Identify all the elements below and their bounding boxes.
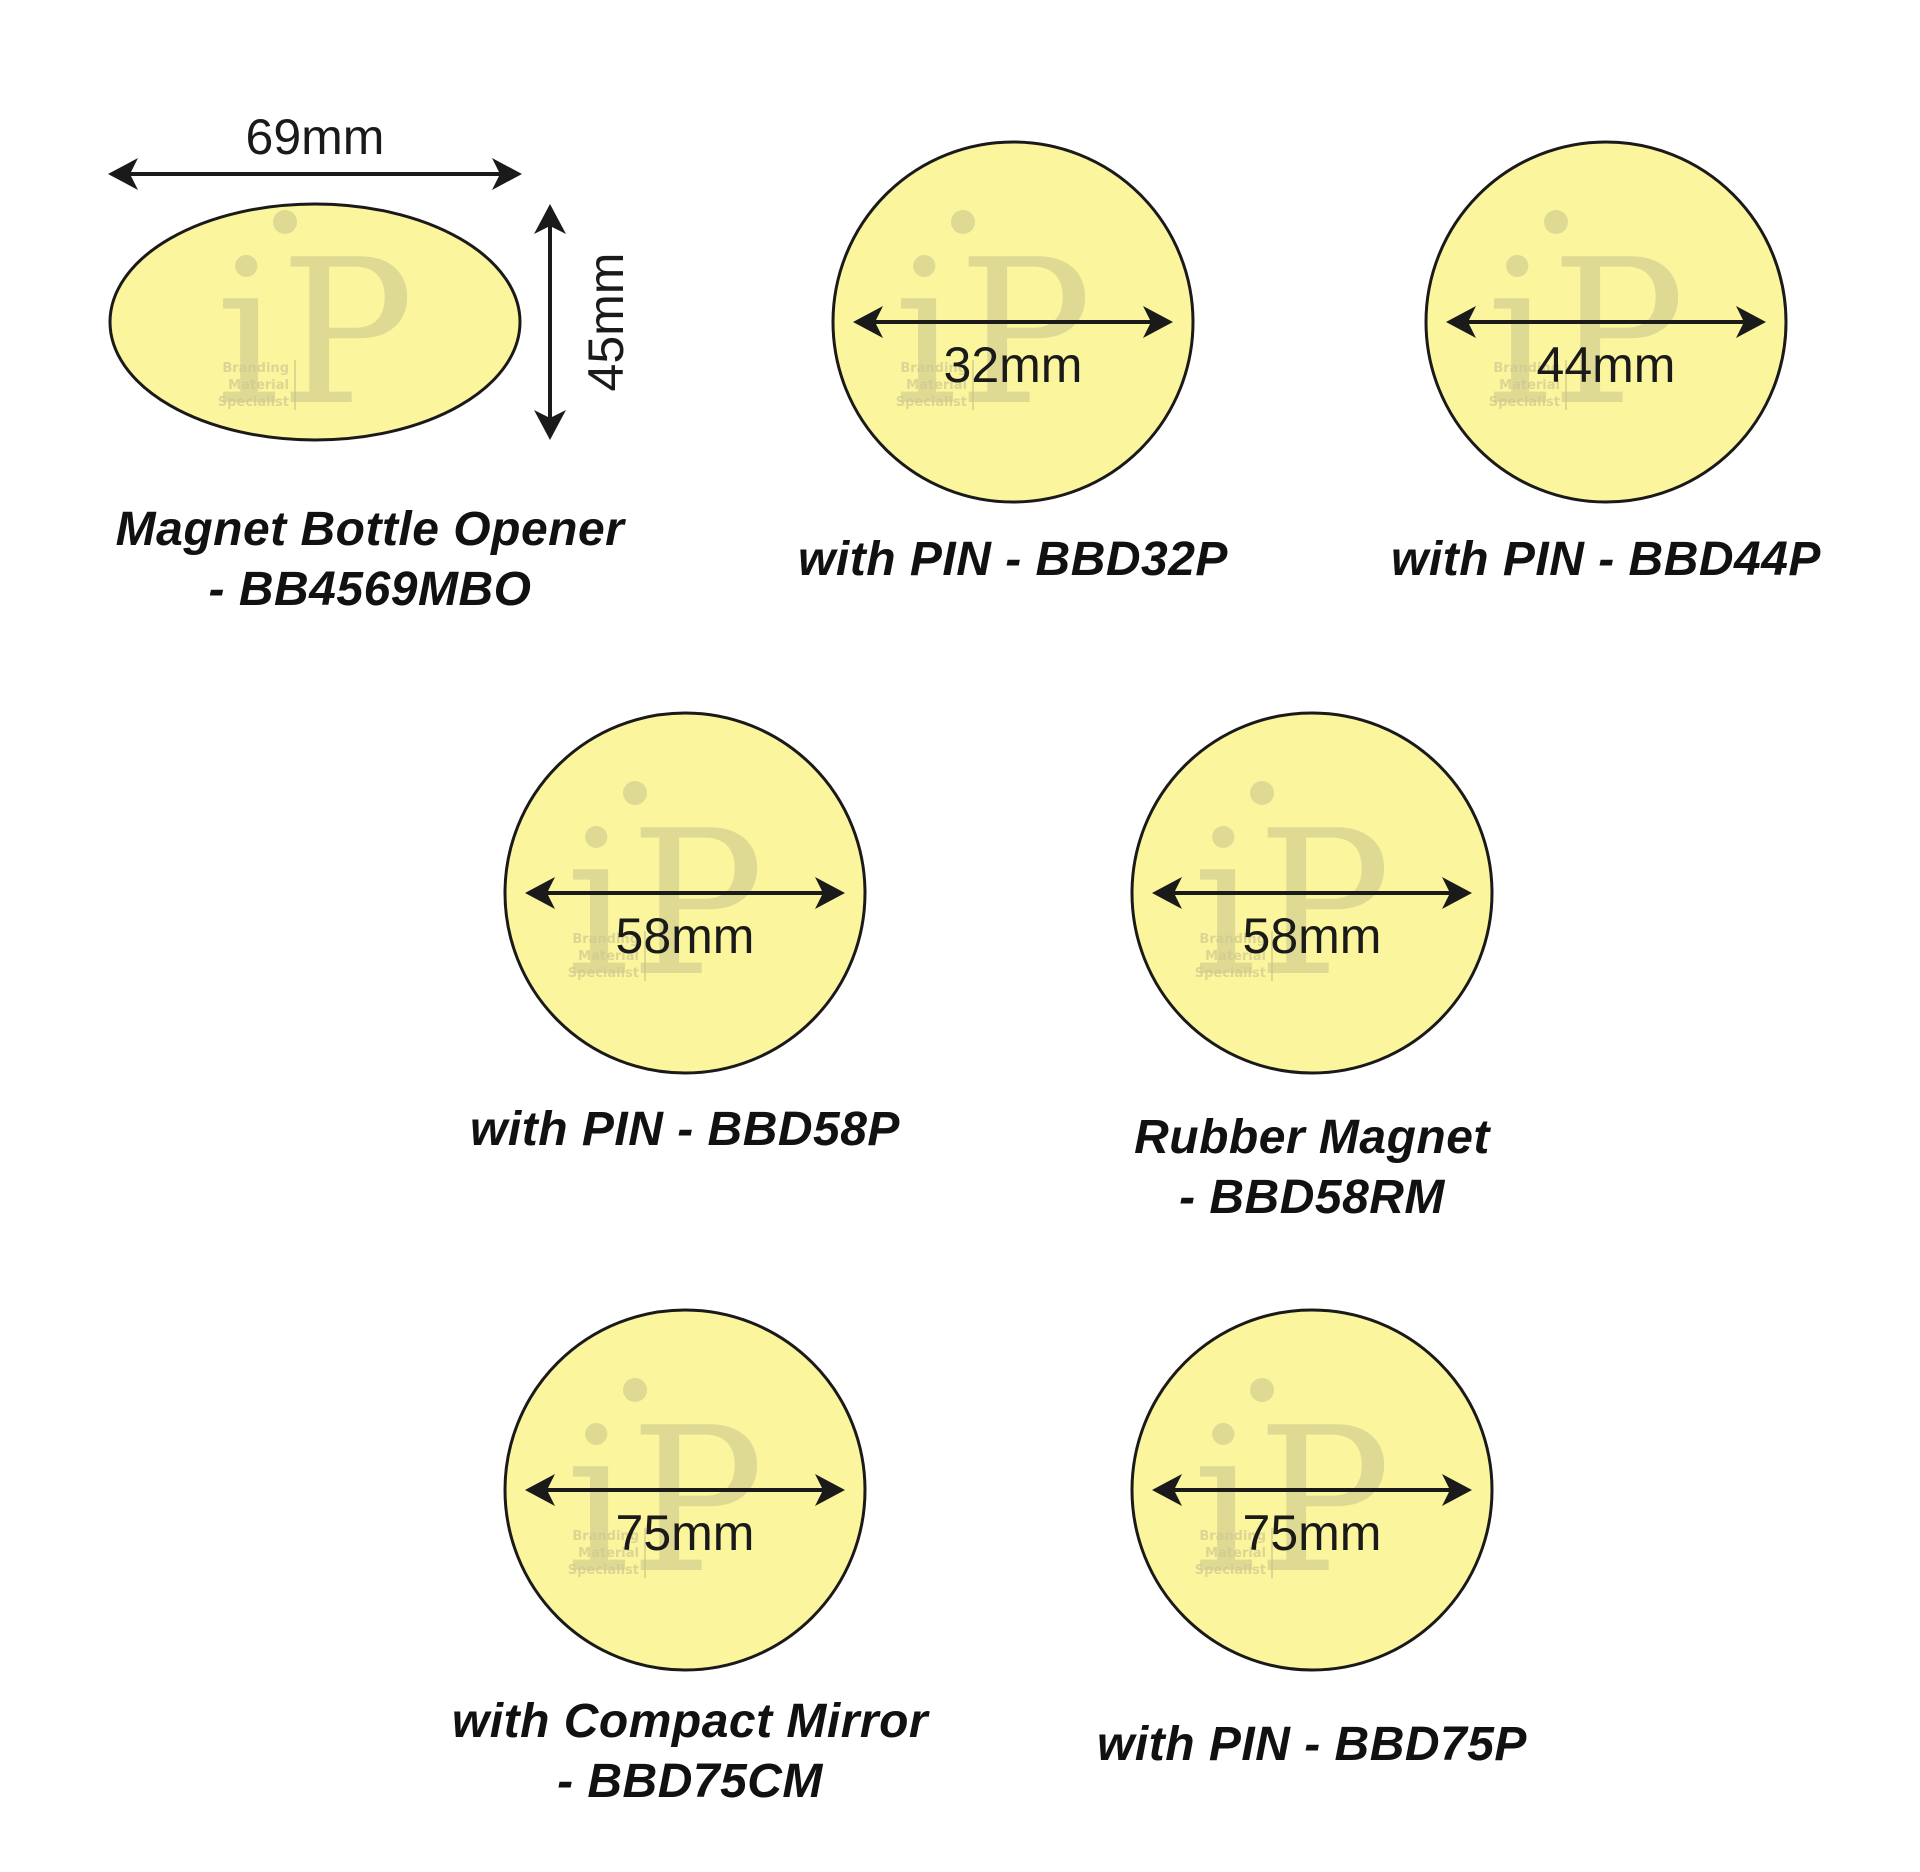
caption-line: with PIN - BBD75P bbox=[1097, 1718, 1527, 1771]
arrowhead-left bbox=[525, 877, 555, 909]
caption-line: Magnet Bottle Opener bbox=[115, 503, 625, 556]
watermark-tagline: Branding bbox=[222, 361, 289, 376]
arrowhead-left bbox=[525, 1474, 555, 1506]
caption-line: Rubber Magnet bbox=[1134, 1111, 1490, 1164]
watermark-tagline: Specialist bbox=[1489, 395, 1560, 410]
watermark-dot bbox=[1544, 210, 1568, 234]
watermark-logo: iP bbox=[894, 217, 1093, 450]
diameter-label: 75mm bbox=[616, 1505, 755, 1561]
arrowhead-left bbox=[108, 158, 138, 190]
watermark-tagline: Specialist bbox=[1195, 966, 1266, 981]
diameter-label: 58mm bbox=[1243, 908, 1382, 964]
watermark-logo: iP bbox=[566, 1385, 765, 1618]
arrowhead-right bbox=[1442, 1474, 1472, 1506]
watermark-dot bbox=[1250, 781, 1274, 805]
oval-badge-shape bbox=[108, 202, 522, 442]
product-caption: with Compact Mirror - BBD75CM bbox=[340, 1692, 1040, 1812]
arrowhead-right bbox=[1736, 306, 1766, 338]
watermark-tagline: Specialist bbox=[568, 1563, 639, 1578]
watermark-tagline: Branding bbox=[572, 1529, 639, 1544]
watermark-tagline: Branding bbox=[900, 361, 967, 376]
arrowhead-left bbox=[1152, 877, 1182, 909]
caption-line: with PIN - BBD32P bbox=[798, 533, 1228, 586]
arrowhead-down bbox=[534, 410, 566, 440]
watermark-tagline: Specialist bbox=[218, 395, 289, 410]
watermark-logo: iP bbox=[216, 217, 415, 450]
caption-line: with PIN - BBD58P bbox=[470, 1103, 900, 1156]
watermark-dot bbox=[623, 781, 647, 805]
arrowhead-left bbox=[1152, 1474, 1182, 1506]
watermark-logo: iP bbox=[566, 788, 765, 1021]
arrowhead-right bbox=[492, 158, 522, 190]
product-caption: Rubber Magnet - BBD58RM bbox=[1012, 1108, 1612, 1228]
watermark-tagline: Material bbox=[578, 1546, 639, 1561]
watermark-logo: iP bbox=[1193, 788, 1392, 1021]
arrowhead-right bbox=[815, 1474, 845, 1506]
caption-line: with PIN - BBD44P bbox=[1391, 533, 1821, 586]
watermark-tagline: Material bbox=[1205, 1546, 1266, 1561]
watermark-tagline: Branding bbox=[1493, 361, 1560, 376]
arrowhead-right bbox=[1143, 306, 1173, 338]
watermark-tagline: Material bbox=[906, 378, 967, 393]
caption-line: - BB4569MBO bbox=[208, 563, 532, 616]
watermark-tagline: Material bbox=[578, 949, 639, 964]
watermark-dot bbox=[623, 1378, 647, 1402]
watermark-dot bbox=[273, 210, 297, 234]
watermark-tagline: Branding bbox=[572, 932, 639, 947]
caption-line: - BBD58RM bbox=[1179, 1171, 1445, 1224]
caption-line: with Compact Mirror bbox=[451, 1695, 929, 1748]
watermark-tagline: Material bbox=[228, 378, 289, 393]
arrowhead-right bbox=[1442, 877, 1472, 909]
watermark-tagline: Material bbox=[1205, 949, 1266, 964]
diameter-label: 32mm bbox=[944, 337, 1083, 393]
watermark-tagline: Material bbox=[1499, 378, 1560, 393]
watermark-tagline: Specialist bbox=[1195, 1563, 1266, 1578]
watermark-tagline: Branding bbox=[1199, 932, 1266, 947]
watermark-tagline: Specialist bbox=[896, 395, 967, 410]
watermark-tagline: Specialist bbox=[568, 966, 639, 981]
watermark-dot bbox=[951, 210, 975, 234]
diameter-label: 44mm bbox=[1537, 337, 1676, 393]
arrowhead-right bbox=[815, 877, 845, 909]
width-label: 69mm bbox=[246, 109, 385, 165]
arrowhead-left bbox=[1446, 306, 1476, 338]
arrowhead-up bbox=[534, 204, 566, 234]
caption-line: - BBD75CM bbox=[557, 1755, 823, 1808]
product-caption: with PIN - BBD32P bbox=[713, 530, 1313, 590]
product-caption: with PIN - BBD58P bbox=[385, 1100, 985, 1160]
diameter-label: 58mm bbox=[616, 908, 755, 964]
watermark-logo: iP bbox=[1193, 1385, 1392, 1618]
product-caption: with PIN - BBD44P bbox=[1306, 530, 1906, 590]
height-label: 45mm bbox=[578, 253, 634, 392]
product-caption: with PIN - BBD75P bbox=[1012, 1715, 1612, 1775]
arrowhead-left bbox=[853, 306, 883, 338]
watermark-logo: iP bbox=[1487, 217, 1686, 450]
watermark-tagline: Branding bbox=[1199, 1529, 1266, 1544]
diameter-label: 75mm bbox=[1243, 1505, 1382, 1561]
watermark-dot bbox=[1250, 1378, 1274, 1402]
product-caption: Magnet Bottle Opener - BB4569MBO bbox=[50, 500, 690, 620]
